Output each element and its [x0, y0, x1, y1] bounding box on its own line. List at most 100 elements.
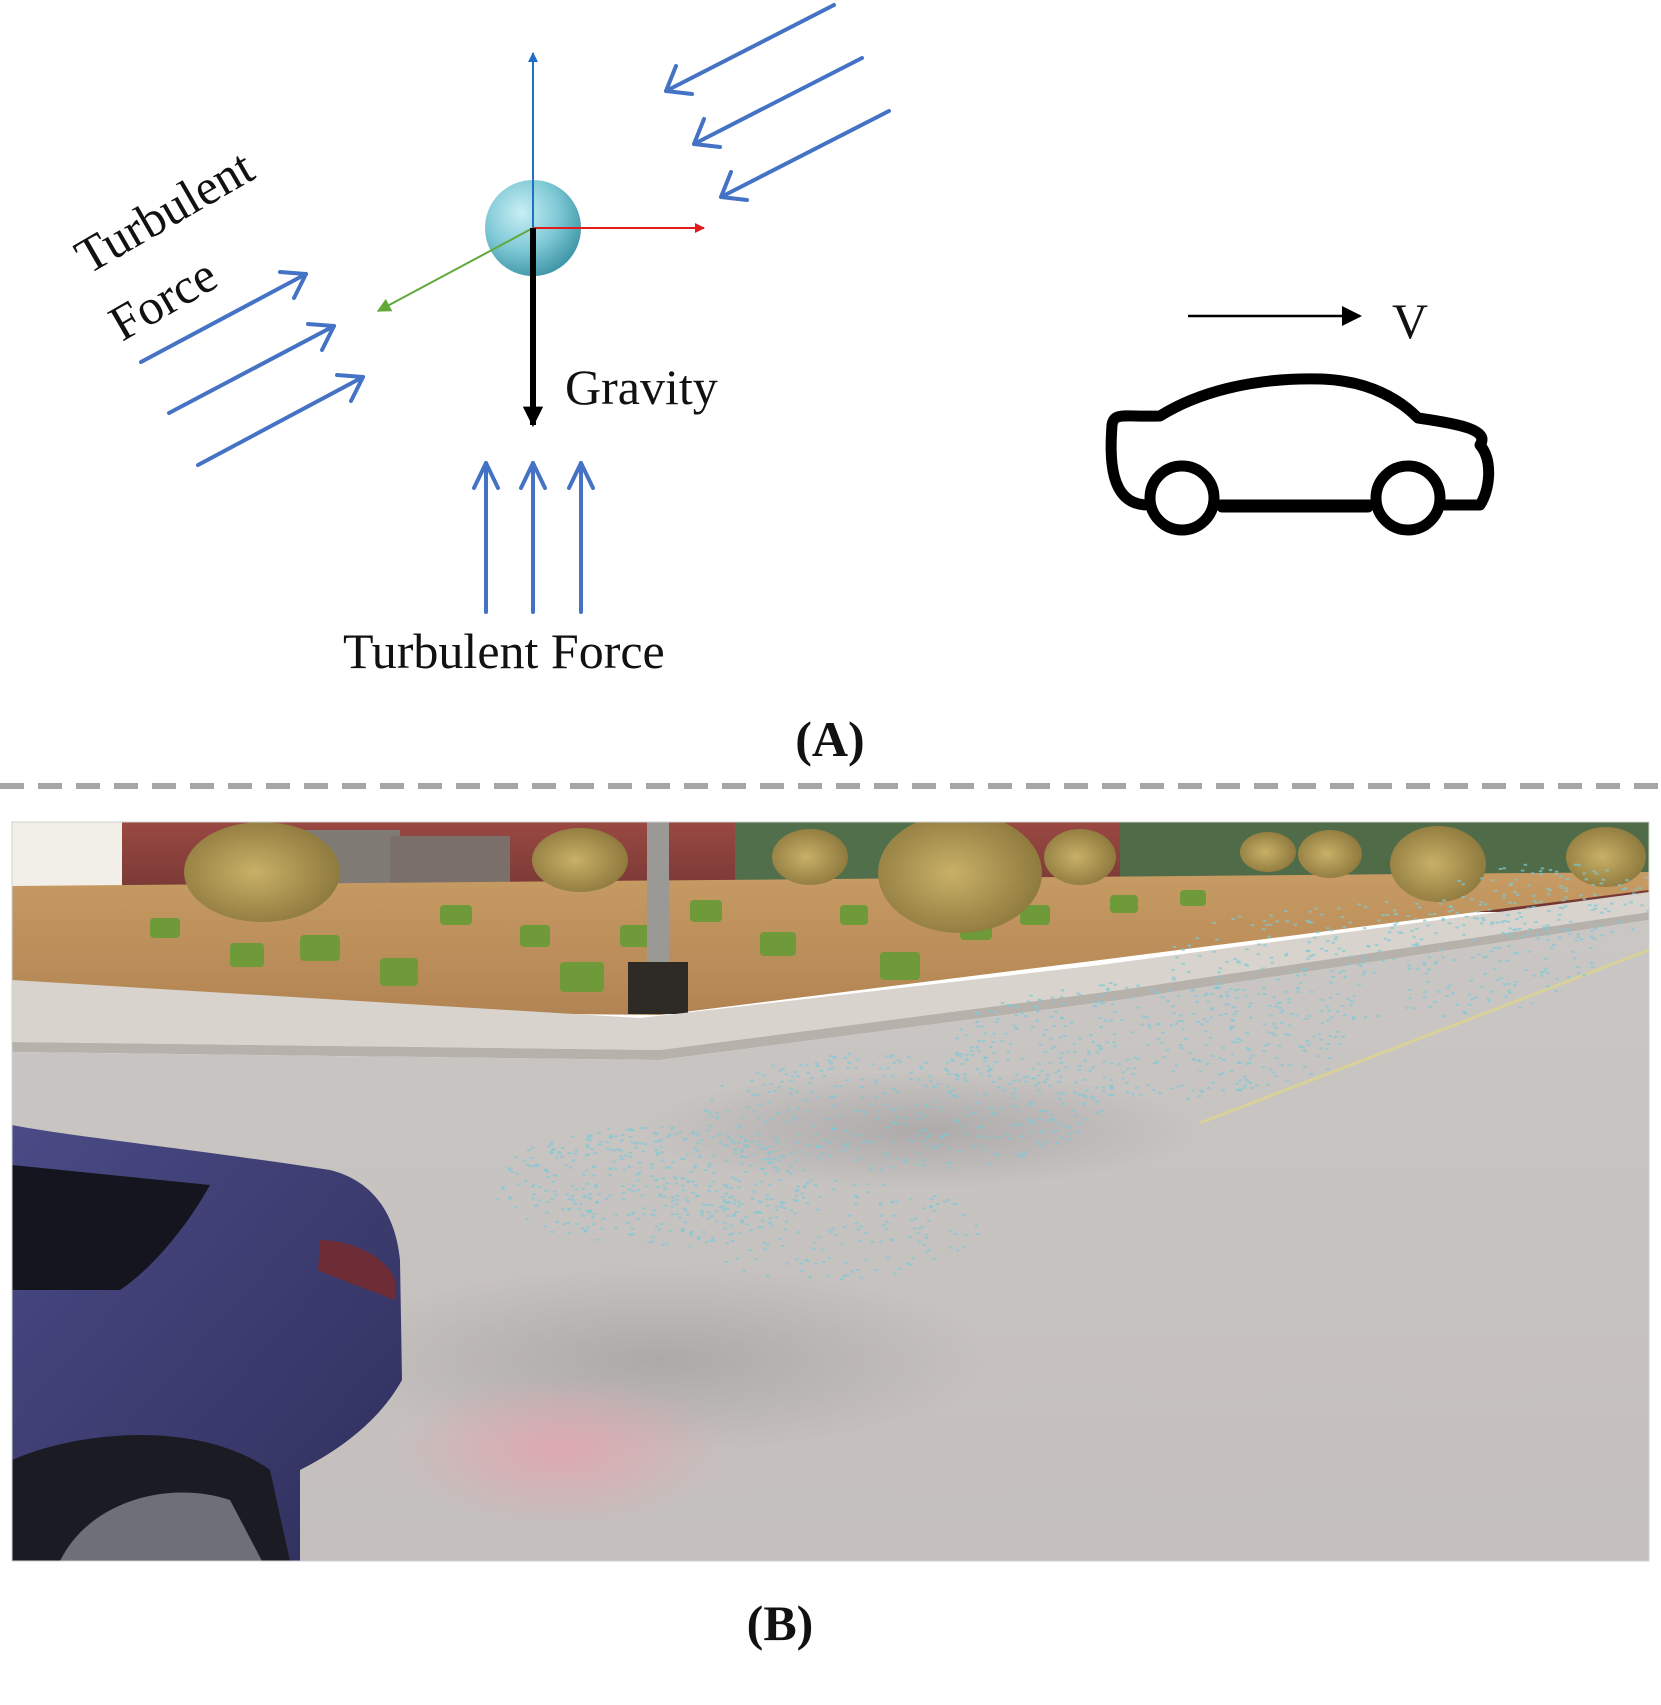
particle	[1102, 1060, 1106, 1063]
particle	[726, 1110, 730, 1113]
particle	[732, 1199, 737, 1202]
particle	[976, 1126, 981, 1128]
particle	[1588, 946, 1593, 949]
particle	[1506, 983, 1510, 985]
particle	[1165, 1049, 1170, 1052]
particle	[896, 1116, 900, 1119]
particle	[1044, 1141, 1048, 1144]
particle	[1229, 987, 1233, 990]
particle	[826, 1274, 830, 1277]
particle	[681, 1189, 686, 1192]
particle	[604, 1197, 608, 1200]
particle	[1310, 990, 1314, 993]
particle	[1232, 1006, 1236, 1009]
particle	[1306, 950, 1311, 953]
particle	[1257, 993, 1261, 996]
particle	[641, 1150, 645, 1153]
particle	[818, 1195, 823, 1198]
particle	[663, 1188, 667, 1190]
particle	[1275, 920, 1279, 923]
particle	[1441, 956, 1445, 959]
particle	[1565, 890, 1569, 892]
particle	[879, 1240, 883, 1243]
particle	[1140, 1023, 1144, 1026]
particle	[992, 1111, 997, 1114]
particle	[1395, 921, 1399, 924]
particle	[1446, 987, 1450, 990]
particle	[1245, 1032, 1249, 1034]
particle	[546, 1176, 550, 1179]
particle	[1331, 976, 1336, 978]
particle	[1325, 940, 1330, 943]
particle	[924, 1145, 929, 1148]
particle	[921, 1140, 926, 1143]
particle	[808, 1179, 813, 1182]
particle	[1202, 1018, 1206, 1021]
particle	[688, 1232, 693, 1235]
particle	[1238, 915, 1242, 918]
particle	[881, 1183, 886, 1186]
particle	[1208, 1036, 1213, 1039]
particle	[1234, 1010, 1239, 1013]
particle	[891, 1054, 895, 1057]
particle	[1045, 1077, 1049, 1080]
particle	[1374, 956, 1379, 959]
particle	[1083, 1059, 1087, 1062]
particle	[1334, 953, 1338, 956]
particle	[678, 1131, 682, 1133]
particle	[762, 1242, 766, 1245]
particle	[1503, 932, 1507, 935]
particle	[833, 1056, 838, 1059]
particle	[640, 1194, 645, 1197]
particle	[1582, 872, 1587, 875]
particle	[1527, 950, 1531, 953]
particle	[1204, 1030, 1208, 1033]
particle	[855, 1269, 860, 1272]
particle	[1286, 1001, 1291, 1004]
particle	[1245, 948, 1249, 951]
particle	[859, 1225, 863, 1228]
particle	[588, 1210, 593, 1213]
particle	[1309, 1073, 1313, 1076]
particle	[1561, 899, 1566, 902]
particle	[789, 1088, 794, 1090]
particle	[1544, 957, 1548, 960]
particle	[1072, 1043, 1077, 1046]
particle	[979, 1126, 983, 1129]
particle	[1054, 1129, 1059, 1132]
particle	[1326, 1019, 1330, 1022]
particle	[802, 1169, 806, 1172]
particle	[731, 1195, 735, 1198]
particle	[599, 1141, 603, 1144]
particle	[794, 1159, 799, 1162]
particle	[1014, 1027, 1019, 1030]
particle	[1102, 1002, 1106, 1005]
particle	[711, 1180, 716, 1183]
particle	[580, 1227, 585, 1230]
particle	[667, 1166, 671, 1169]
particle	[1487, 908, 1491, 911]
particle	[697, 1236, 701, 1239]
particle	[740, 1116, 745, 1119]
particle	[870, 1164, 875, 1167]
particle	[994, 1021, 999, 1024]
particle	[1033, 1084, 1038, 1087]
particle	[945, 1061, 950, 1064]
particle	[763, 1121, 768, 1124]
particle	[1145, 1016, 1149, 1019]
particle	[1304, 968, 1308, 970]
particle	[1064, 1066, 1068, 1069]
particle	[1392, 958, 1396, 961]
particle	[579, 1202, 583, 1205]
particle	[1225, 960, 1229, 963]
particle	[1147, 1023, 1151, 1026]
particle	[795, 1141, 800, 1144]
particle	[1024, 1015, 1028, 1017]
particle	[531, 1146, 535, 1149]
particle	[1176, 995, 1181, 998]
particle	[820, 1152, 825, 1155]
particle	[1472, 917, 1477, 920]
particle	[808, 1276, 812, 1279]
particle	[1462, 1010, 1467, 1013]
particle	[1284, 954, 1288, 957]
